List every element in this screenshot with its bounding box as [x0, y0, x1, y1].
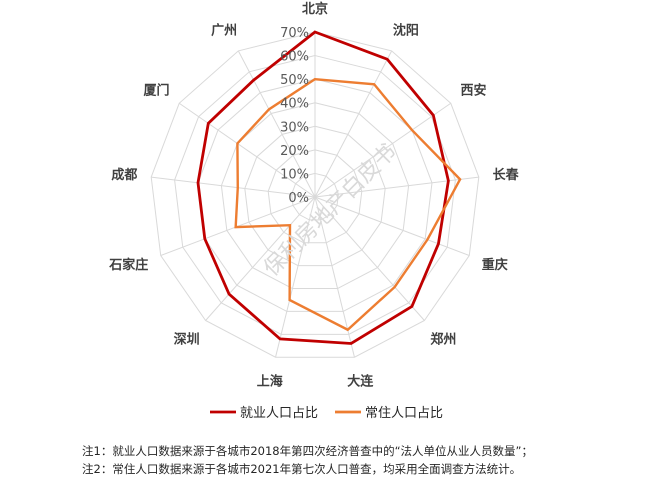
grid-spoke — [314, 102, 452, 198]
radial-tick-labels: 0% 10% 20% 30% 40% 50% 60% 70% — [280, 26, 309, 206]
category-label: 广州 — [211, 23, 237, 39]
grid-spoke — [314, 50, 393, 198]
tick-label: 30% — [280, 120, 309, 135]
grid-spoke — [314, 196, 425, 321]
series-line-1 — [196, 30, 450, 345]
grid-ring — [267, 149, 363, 244]
footnote-1: 注1：就业人口数据来源于各城市2018年第四次经济普查中的“法人单位从业人员数量… — [82, 444, 533, 458]
category-label: 郑州 — [430, 331, 456, 347]
grid-spoke — [205, 196, 316, 321]
legend: 就业人口占比 常住人口占比 — [210, 406, 443, 421]
category-label: 西安 — [461, 83, 487, 99]
grid-spoke — [178, 102, 316, 198]
series-line-2 — [234, 77, 462, 332]
category-label: 成都 — [111, 167, 137, 183]
tick-label: 60% — [280, 50, 309, 65]
grid-ring — [220, 102, 410, 290]
category-label: 重庆 — [482, 257, 508, 273]
grid-spoke — [151, 176, 316, 198]
tick-label: 0% — [288, 191, 309, 206]
category-label: 长春 — [493, 167, 520, 183]
grid-ring — [197, 78, 433, 312]
series-layer — [196, 30, 462, 345]
category-label: 石家庄 — [108, 257, 148, 273]
grid-spoke — [237, 50, 316, 198]
category-label: 厦门 — [143, 83, 169, 99]
tick-label: 20% — [280, 144, 309, 159]
grid-spoke — [314, 196, 470, 256]
legend-label-2: 常住人口占比 — [365, 406, 443, 421]
grid-ring — [244, 125, 386, 267]
tick-label: 10% — [280, 167, 309, 182]
grid-ring — [291, 172, 339, 221]
footnote-2: 注2：常住人口数据来源于各城市2021年第七次人口普查，均采用全面调查方法统计。 — [82, 462, 522, 476]
grid-ring — [150, 31, 480, 358]
category-label: 上海 — [257, 374, 283, 390]
tick-label: 70% — [280, 26, 309, 41]
grid-spoke — [314, 176, 479, 198]
category-label: 沈阳 — [393, 23, 419, 39]
grid-spoke — [275, 196, 316, 358]
category-label: 北京 — [302, 1, 328, 17]
category-label: 大连 — [347, 374, 374, 390]
tick-label: 50% — [280, 73, 309, 88]
category-label: 深圳 — [174, 331, 200, 347]
legend-label-1: 就业人口占比 — [240, 406, 318, 421]
tick-label: 40% — [280, 97, 309, 112]
